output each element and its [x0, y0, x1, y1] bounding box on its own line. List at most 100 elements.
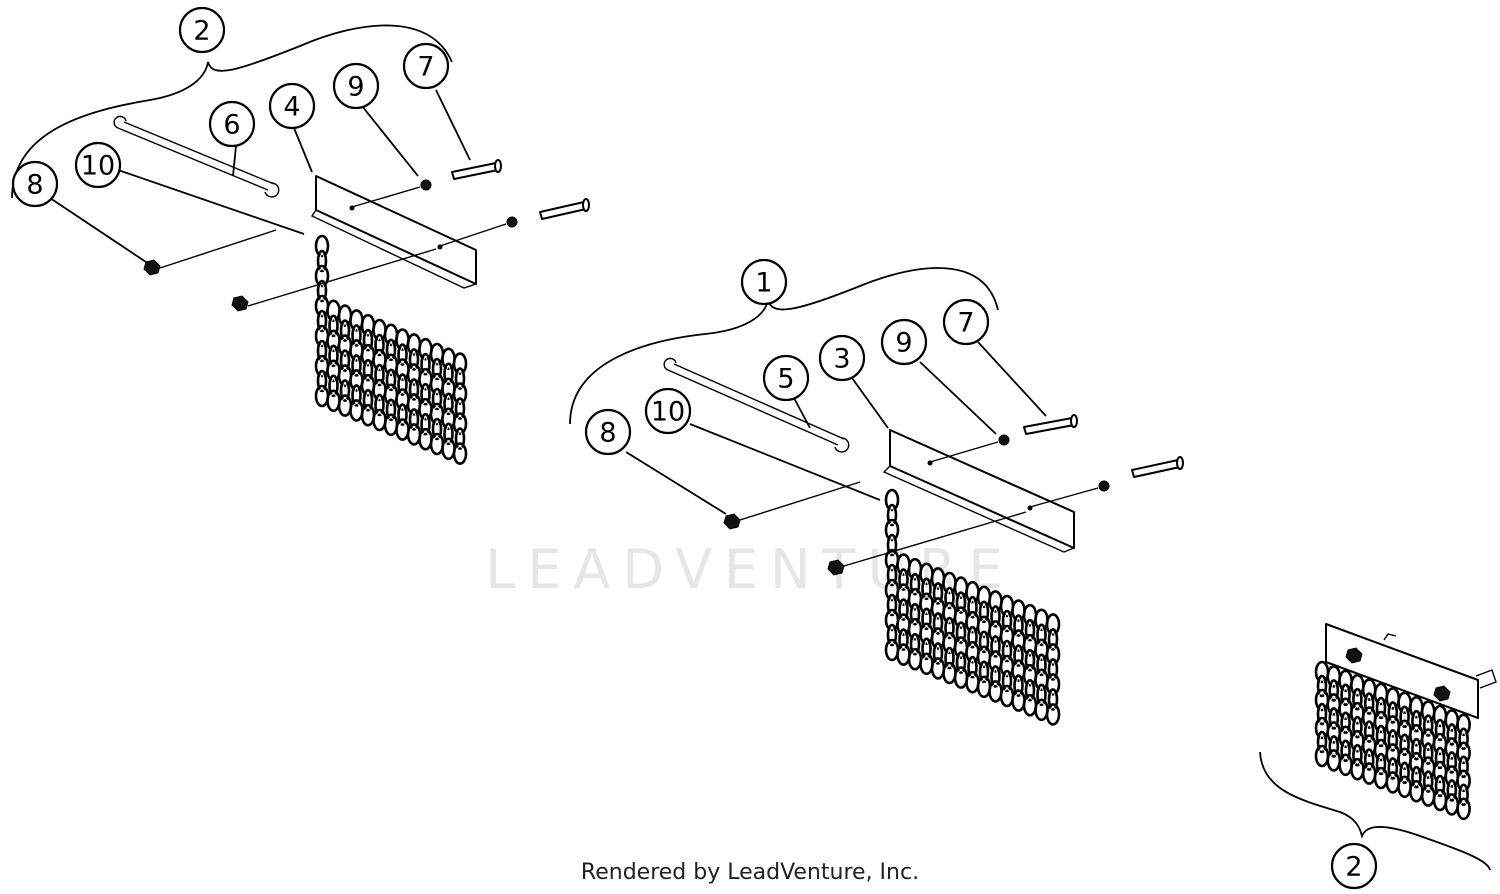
chain-link — [1456, 769, 1471, 793]
svg-text:7: 7 — [417, 52, 434, 83]
leader-lines — [49, 89, 1047, 515]
chain-link — [932, 582, 944, 605]
chain-link-highlight — [433, 436, 441, 452]
chain-link — [1036, 623, 1047, 647]
chain-link-highlight — [991, 653, 1000, 669]
chain-link-highlight — [888, 642, 896, 658]
chain-link-highlight — [945, 575, 954, 591]
chain-link-highlight — [1424, 788, 1433, 804]
chain-link — [1411, 737, 1422, 761]
chain-link — [1387, 701, 1399, 724]
center-washer-upper — [998, 434, 1010, 446]
chain-link-highlight — [457, 431, 463, 447]
chain-link-highlight — [991, 623, 1000, 639]
chain-link — [955, 621, 967, 644]
chain-link-highlight — [341, 308, 349, 324]
chain-link-highlight — [1014, 663, 1023, 679]
chain-link-highlight — [410, 426, 418, 442]
chain-link-highlight — [1365, 766, 1374, 782]
chain-link-highlight — [991, 593, 1000, 609]
chain-link — [1036, 653, 1047, 677]
chain-link-highlight — [1026, 697, 1034, 713]
chain-link — [1458, 755, 1469, 779]
chain-link — [385, 368, 397, 392]
chain-link-highlight — [388, 342, 394, 358]
chain-link-highlight — [957, 670, 965, 686]
chain-link-highlight — [1037, 672, 1046, 688]
chain-link — [1411, 709, 1422, 733]
chain-link-highlight — [970, 659, 975, 675]
chain-link — [316, 309, 328, 333]
footer-text: Rendered by LeadVenture, Inc. — [580, 860, 920, 885]
chain-link — [1013, 644, 1024, 667]
chain-link-highlight — [1037, 612, 1046, 628]
chain-link-highlight — [1004, 643, 1010, 659]
chain-link — [944, 646, 955, 670]
chain-link-highlight — [901, 572, 906, 588]
chain-link — [1001, 609, 1013, 633]
left-chain-curtain — [314, 234, 468, 465]
chain-link — [452, 412, 468, 435]
chain-link — [1422, 742, 1434, 765]
chain-link-highlight — [365, 332, 371, 348]
chain-link-highlight — [957, 610, 965, 626]
chain-link — [1422, 714, 1434, 737]
chain-link — [990, 605, 1001, 628]
chain-link — [374, 393, 385, 417]
chain-link-highlight — [421, 341, 430, 357]
chain-link — [328, 344, 339, 368]
chain-link — [1013, 614, 1024, 637]
chain-link — [1458, 783, 1469, 807]
chain-link-highlight — [364, 347, 372, 363]
chain-link-highlight — [970, 599, 975, 615]
chain-link-highlight — [924, 611, 929, 627]
chain-link-highlight — [318, 358, 326, 374]
chain-link-highlight — [935, 585, 941, 601]
chain-link — [898, 598, 909, 621]
chain-link — [886, 503, 898, 527]
chain-link-highlight — [341, 398, 349, 414]
chain-link-highlight — [1447, 796, 1456, 812]
chain-link-highlight — [968, 674, 977, 690]
chain-link-highlight — [1003, 688, 1011, 704]
chain-link — [944, 616, 955, 640]
chain-link-highlight — [411, 381, 417, 397]
chain-link — [362, 388, 374, 412]
chain-link-highlight — [1026, 667, 1034, 683]
callout-left-chain: 10 — [74, 141, 122, 189]
chain-link-highlight — [922, 596, 931, 612]
chain-link-highlight — [947, 590, 952, 606]
chain-link-highlight — [433, 376, 441, 392]
chain-link — [1434, 718, 1446, 742]
chain-link-highlight — [934, 630, 942, 646]
chain-link-highlight — [387, 357, 395, 373]
chain-link-highlight — [1026, 607, 1034, 623]
chain-link-highlight — [342, 383, 348, 399]
chain-link-highlight — [411, 411, 417, 427]
chain-link — [339, 319, 351, 342]
chain-link-highlight — [410, 396, 418, 412]
chain-link — [454, 427, 466, 450]
left-assembly — [11, 24, 590, 465]
chain-link-highlight — [1039, 657, 1044, 673]
chain-link-highlight — [457, 401, 463, 417]
chain-link-highlight — [1049, 676, 1057, 692]
chain-link-highlight — [423, 356, 428, 372]
chain-link-highlight — [423, 386, 428, 402]
chain-link — [967, 655, 978, 679]
chain-link-highlight — [329, 333, 338, 349]
chain-link-highlight — [889, 597, 895, 613]
chain-link — [1340, 683, 1351, 707]
svg-text:9: 9 — [347, 72, 364, 103]
chain-link — [978, 660, 990, 684]
chain-link — [316, 279, 328, 303]
chain-link — [431, 417, 443, 441]
chain-link-highlight — [446, 426, 451, 442]
chain-link-highlight — [444, 441, 453, 457]
chain-link-highlight — [421, 431, 430, 447]
chain-link — [1458, 727, 1469, 751]
chain-link — [990, 665, 1001, 688]
chain-link-highlight — [398, 332, 407, 348]
chain-link — [932, 612, 944, 635]
